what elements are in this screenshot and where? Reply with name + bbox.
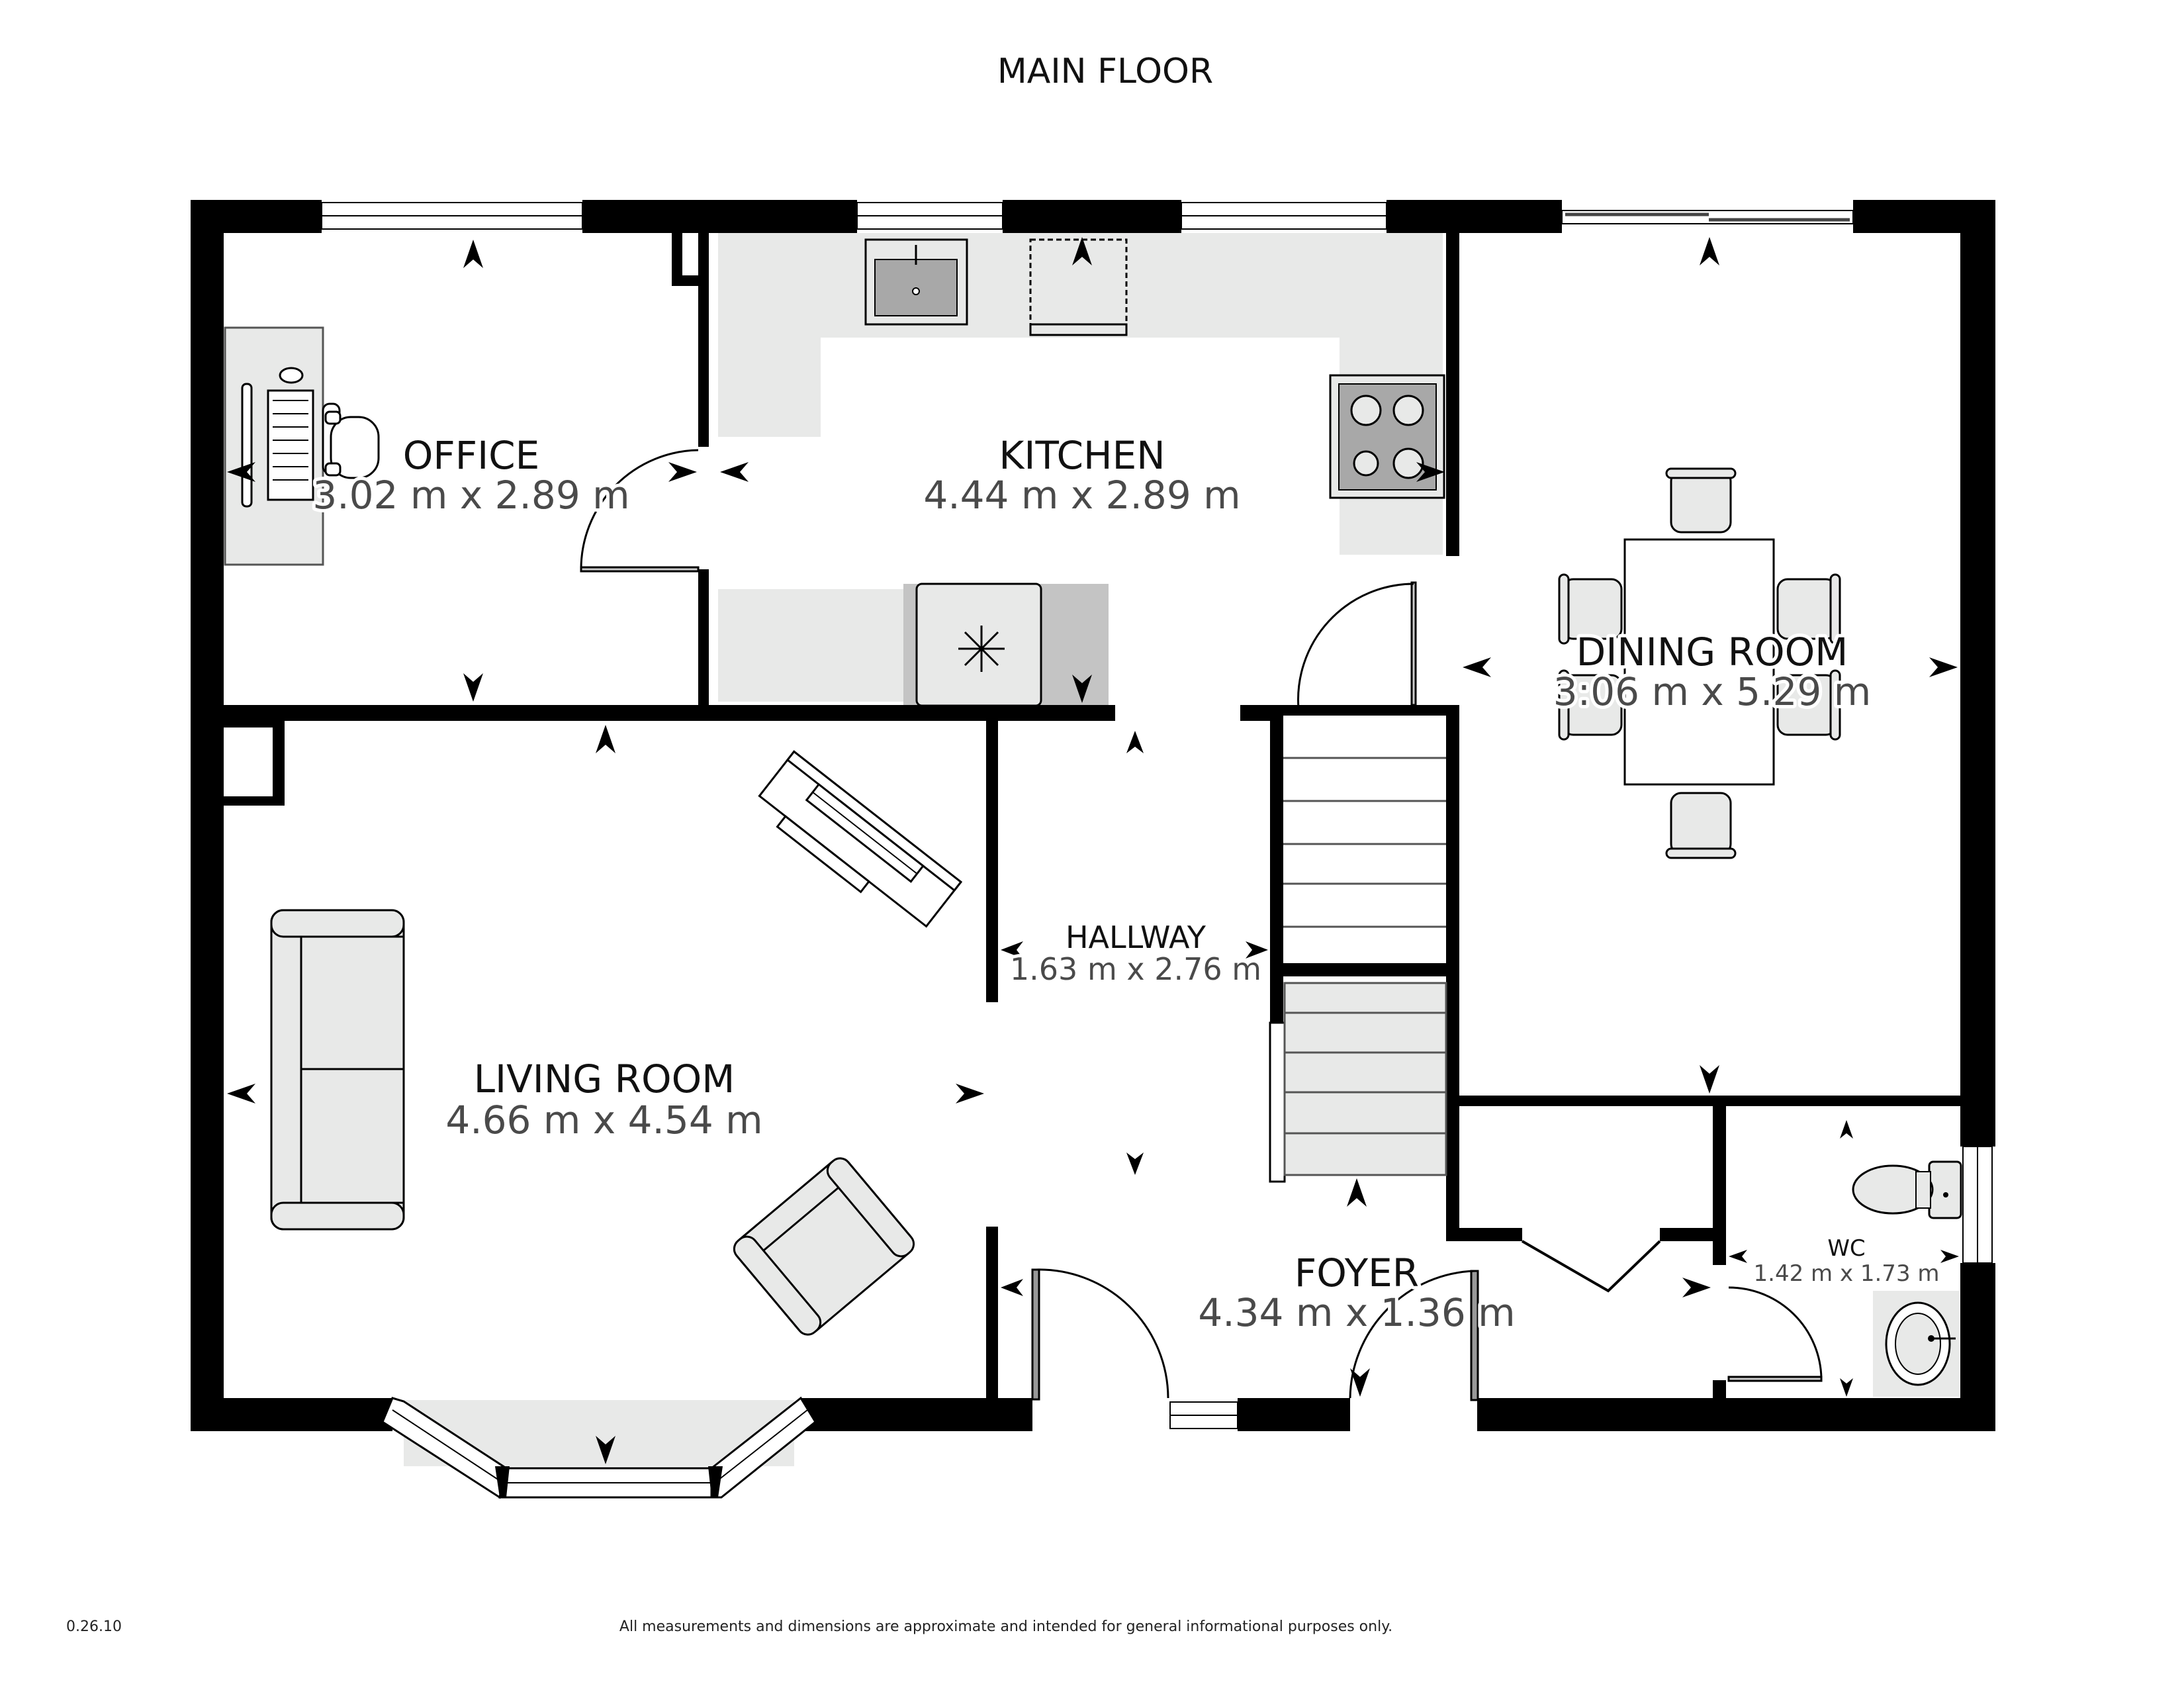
room-dimensions-living-room: 4.66 m x 4.54 m (445, 1098, 762, 1143)
arrow-left-icon (227, 462, 255, 482)
arrow-left-icon (1729, 1250, 1747, 1263)
snowflake-icon (958, 626, 1005, 672)
bay-window (381, 1396, 817, 1499)
doors (580, 449, 1823, 1401)
office-desk (224, 326, 324, 566)
room-dimensions-office: 3.02 m x 2.89 m (312, 473, 629, 518)
arrow-down-icon (1350, 1368, 1370, 1397)
dining-chair (1558, 573, 1623, 645)
arrow-up-icon (1072, 237, 1092, 265)
room-dimensions-foyer: 4.34 m x 1.36 m (1198, 1290, 1515, 1335)
room-name-wc: WC (1827, 1235, 1865, 1262)
sofa (270, 909, 405, 1231)
arrow-down-icon (1072, 675, 1092, 703)
wc-sink (1885, 1301, 1956, 1386)
dining-chair (1665, 792, 1737, 859)
room-dimensions-wc: 1.42 m x 1.73 m (1754, 1260, 1940, 1287)
armchair (733, 1157, 915, 1336)
arrow-left-icon (227, 1084, 255, 1103)
dining-chair (1665, 467, 1737, 534)
dining-chair (1776, 573, 1841, 645)
arrow-right-icon (1940, 1250, 1959, 1263)
arrow-left-icon (720, 462, 749, 482)
windows (321, 202, 1993, 1429)
arrow-up-icon (1700, 237, 1719, 265)
office-chair (322, 402, 380, 479)
arrow-down-icon (463, 673, 483, 702)
room-name-foyer: FOYER (1295, 1250, 1419, 1295)
floor-title: MAIN FLOOR (997, 52, 1213, 91)
toilet (1852, 1160, 1962, 1219)
dimension-arrows (227, 237, 1959, 1464)
stove (1329, 374, 1445, 499)
piano (758, 750, 963, 928)
arrow-left-icon (1001, 1279, 1023, 1296)
arrow-up-icon (596, 725, 615, 753)
sliding-door (1561, 210, 1854, 224)
arrow-up-icon (463, 240, 483, 268)
arrow-right-icon (956, 1084, 984, 1103)
room-dimensions-dining-room: 3:06 m x 5.29 m (1553, 669, 1871, 714)
walls (191, 200, 1995, 1431)
arrow-down-icon (596, 1436, 615, 1464)
arrow-down-icon (1126, 1152, 1144, 1175)
room-dimensions-kitchen: 4.44 m x 2.89 m (923, 473, 1240, 518)
arrow-up-icon (1840, 1120, 1853, 1139)
arrow-left-icon (1001, 941, 1023, 959)
arrow-down-icon (1700, 1065, 1719, 1094)
room-name-dining-room: DINING ROOM (1576, 630, 1848, 675)
refrigerator (915, 583, 1042, 707)
disclaimer: All measurements and dimensions are appr… (619, 1618, 1392, 1635)
dining-chair (1776, 669, 1841, 741)
dining-chair (1558, 669, 1623, 741)
arrow-right-icon (1246, 941, 1268, 959)
kitchen-sink (864, 238, 968, 326)
arrow-up-icon (1126, 731, 1144, 753)
room-name-hallway: HALLWAY (1066, 919, 1206, 955)
stairs (1283, 716, 1447, 1176)
arrow-right-icon (1416, 462, 1445, 482)
arrow-down-icon (1840, 1378, 1853, 1397)
dining-set (1558, 467, 1841, 859)
room-name-kitchen: KITCHEN (999, 433, 1165, 478)
room-name-living-room: LIVING ROOM (474, 1056, 735, 1102)
arrow-up-icon (1347, 1178, 1367, 1207)
version-number: 0.26.10 (66, 1618, 122, 1635)
arrow-right-icon (1682, 1278, 1711, 1297)
stair-rail (1269, 1021, 1286, 1183)
arrow-right-icon (668, 462, 697, 482)
arrow-right-icon (1929, 657, 1958, 677)
room-dimensions-hallway: 1.63 m x 2.76 m (1010, 951, 1261, 987)
room-name-office: OFFICE (403, 433, 540, 478)
arrow-left-icon (1463, 657, 1491, 677)
